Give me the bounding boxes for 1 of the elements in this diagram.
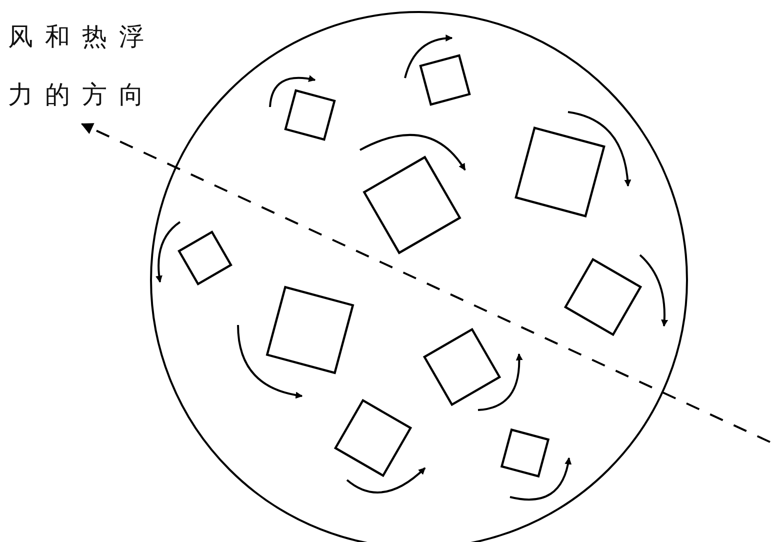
direction-label: 风和热浮力的方向 [8, 21, 157, 111]
